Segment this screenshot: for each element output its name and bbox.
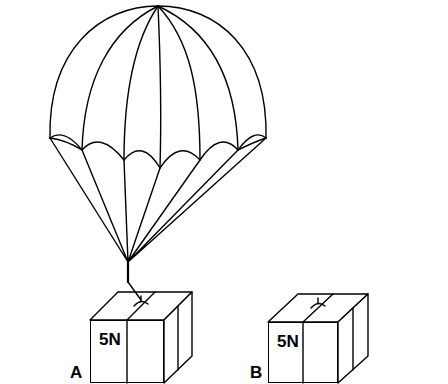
weight-label: 5N bbox=[99, 331, 121, 348]
riser bbox=[127, 262, 129, 282]
string-knot bbox=[128, 282, 148, 306]
box-a-faces bbox=[90, 282, 192, 383]
canopy-gore bbox=[158, 6, 238, 150]
canopy-gore bbox=[124, 6, 158, 160]
suspension-lines bbox=[50, 138, 266, 262]
box-front-face: 5N bbox=[90, 320, 164, 383]
canopy-outline bbox=[50, 6, 266, 138]
canopy-hem-back bbox=[50, 138, 266, 150]
canopy-gore bbox=[158, 6, 161, 168]
parachute bbox=[50, 6, 266, 282]
box-front-face: 5N bbox=[268, 322, 338, 383]
string-band bbox=[303, 294, 353, 383]
box-b-faces bbox=[268, 294, 368, 383]
item-letter: B bbox=[250, 364, 262, 381]
item-letter: A bbox=[70, 364, 82, 381]
string-knot bbox=[311, 298, 325, 308]
weight-label: 5N bbox=[277, 333, 299, 350]
